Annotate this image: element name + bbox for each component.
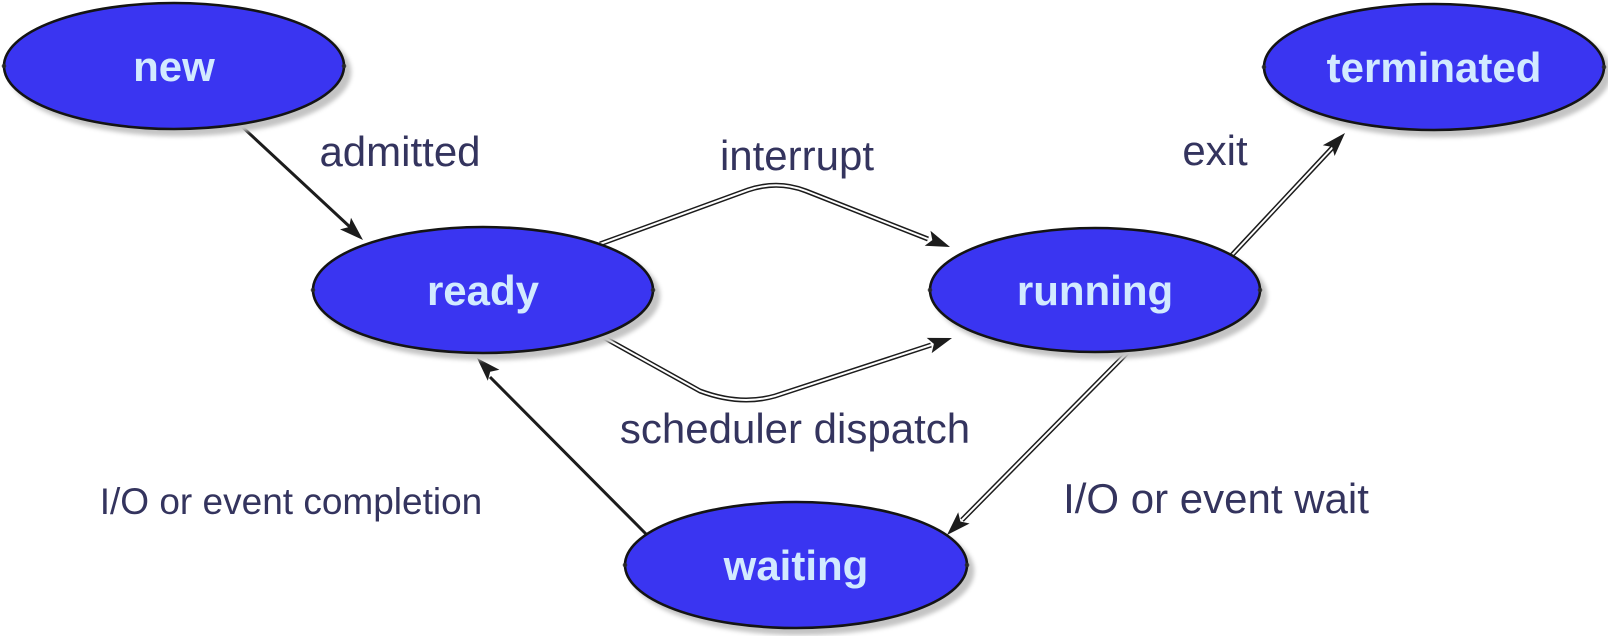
node-ready-anchor-east-icon (650, 287, 656, 293)
edge-io-completion-label: I/O or event completion (100, 481, 483, 522)
edge-io-completion: I/O or event completion (100, 358, 649, 537)
edge-exit-label: exit (1182, 127, 1248, 174)
node-waiting-anchor-east-icon (964, 562, 970, 568)
node-new: new (1, 1, 347, 131)
node-waiting-anchor-west-icon (622, 562, 628, 568)
edge-io-wait: I/O or event wait (947, 350, 1369, 535)
edge-io-wait-label: I/O or event wait (1063, 475, 1369, 522)
edge-exit-line-core (1231, 146, 1334, 256)
node-terminated: terminated (1261, 2, 1607, 132)
edge-scheduler-dispatch-arrowhead-icon (926, 337, 952, 354)
node-ready-anchor-west-icon (310, 287, 316, 293)
edge-exit: exit (1182, 127, 1345, 257)
edge-scheduler-dispatch: scheduler dispatch (601, 334, 970, 452)
node-waiting: waiting (622, 500, 970, 630)
edge-admitted-arrowhead-icon (340, 217, 363, 240)
edge-interrupt-arrowhead-icon (924, 230, 950, 247)
node-ready-label: ready (427, 267, 540, 314)
edge-io-wait-line-core (961, 351, 1129, 521)
node-terminated-anchor-west-icon (1261, 64, 1267, 70)
edge-interrupt: interrupt (599, 132, 950, 247)
edge-scheduler-dispatch-label: scheduler dispatch (620, 405, 970, 452)
node-running-anchor-east-icon (1257, 287, 1263, 293)
node-ready: ready (310, 225, 656, 355)
edge-interrupt-line (599, 182, 929, 247)
node-running-label: running (1017, 267, 1173, 314)
edge-scheduler-dispatch-line-core (602, 336, 932, 401)
edge-exit-arrowhead-icon (1322, 133, 1345, 156)
edge-interrupt-label: interrupt (720, 132, 874, 179)
node-running-anchor-west-icon (927, 287, 933, 293)
edge-admitted: admitted (235, 120, 481, 240)
edge-admitted-label: admitted (319, 128, 480, 175)
node-terminated-anchor-east-icon (1601, 64, 1607, 70)
node-new-anchor-east-icon (341, 63, 347, 69)
edge-admitted-line (235, 120, 352, 229)
edge-interrupt-line-core (599, 184, 929, 245)
edge-io-completion-arrowhead-icon (477, 358, 500, 381)
node-terminated-label: terminated (1327, 44, 1542, 91)
edge-scheduler-dispatch-line (601, 334, 932, 403)
node-waiting-label: waiting (723, 542, 869, 589)
node-new-anchor-west-icon (1, 63, 7, 69)
edge-io-wait-arrowhead-icon (947, 512, 970, 535)
node-running: running (927, 226, 1263, 354)
edge-io-completion-line (488, 375, 649, 537)
node-new-label: new (133, 43, 215, 90)
